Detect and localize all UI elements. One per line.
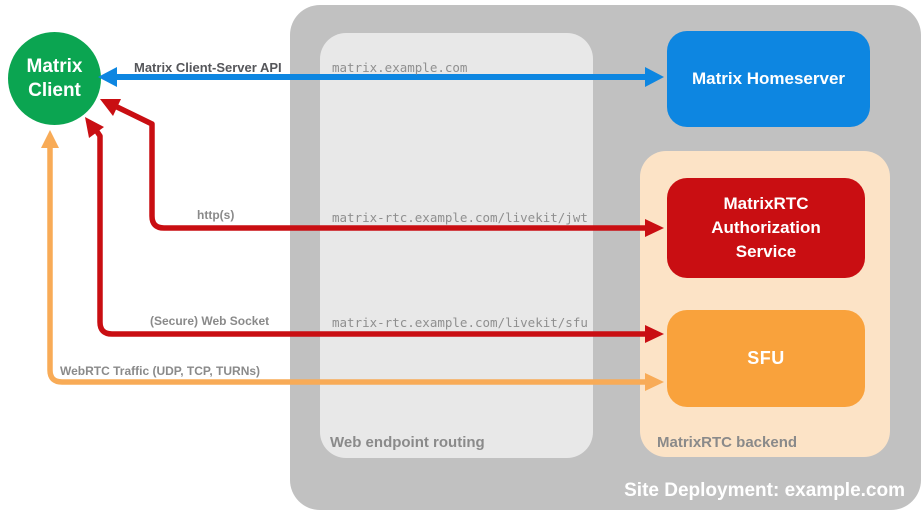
matrix-client-label-line1: Matrix xyxy=(26,55,83,77)
matrix-client-node: Matrix Client xyxy=(8,32,101,125)
matrix-client-label-line2: Client xyxy=(28,79,81,101)
web-endpoint-routing-label: Web endpoint routing xyxy=(330,434,485,451)
matrix-homeserver-node: Matrix Homeserver xyxy=(667,31,870,127)
site-deployment-label: Site Deployment: example.com xyxy=(624,480,905,501)
client-server-api-label: Matrix Client-Server API xyxy=(134,60,282,75)
https-label: http(s) xyxy=(197,208,235,222)
endpoint-livekit-sfu: matrix-rtc.example.com/livekit/sfu xyxy=(332,315,588,330)
websocket-label: (Secure) Web Socket xyxy=(150,314,270,328)
https-arrowhead-client xyxy=(100,99,121,116)
webrtc-label: WebRTC Traffic (UDP, TCP, TURNs) xyxy=(60,364,261,378)
endpoint-matrix-host: matrix.example.com xyxy=(332,60,468,75)
matrix-homeserver-label: Matrix Homeserver xyxy=(691,69,846,88)
auth-service-node: MatrixRTC Authorization Service xyxy=(667,178,865,278)
endpoint-livekit-jwt: matrix-rtc.example.com/livekit/jwt xyxy=(332,210,588,225)
auth-service-label: MatrixRTC Authorization Service xyxy=(711,194,821,261)
matrixrtc-backend-label: MatrixRTC backend xyxy=(657,434,798,451)
webrtc-arrowhead-client xyxy=(41,130,59,148)
websocket-arrowhead-client xyxy=(85,117,104,138)
sfu-node: SFU xyxy=(667,310,865,407)
sfu-label: SFU xyxy=(747,348,785,368)
web-endpoint-routing-container xyxy=(320,33,593,458)
